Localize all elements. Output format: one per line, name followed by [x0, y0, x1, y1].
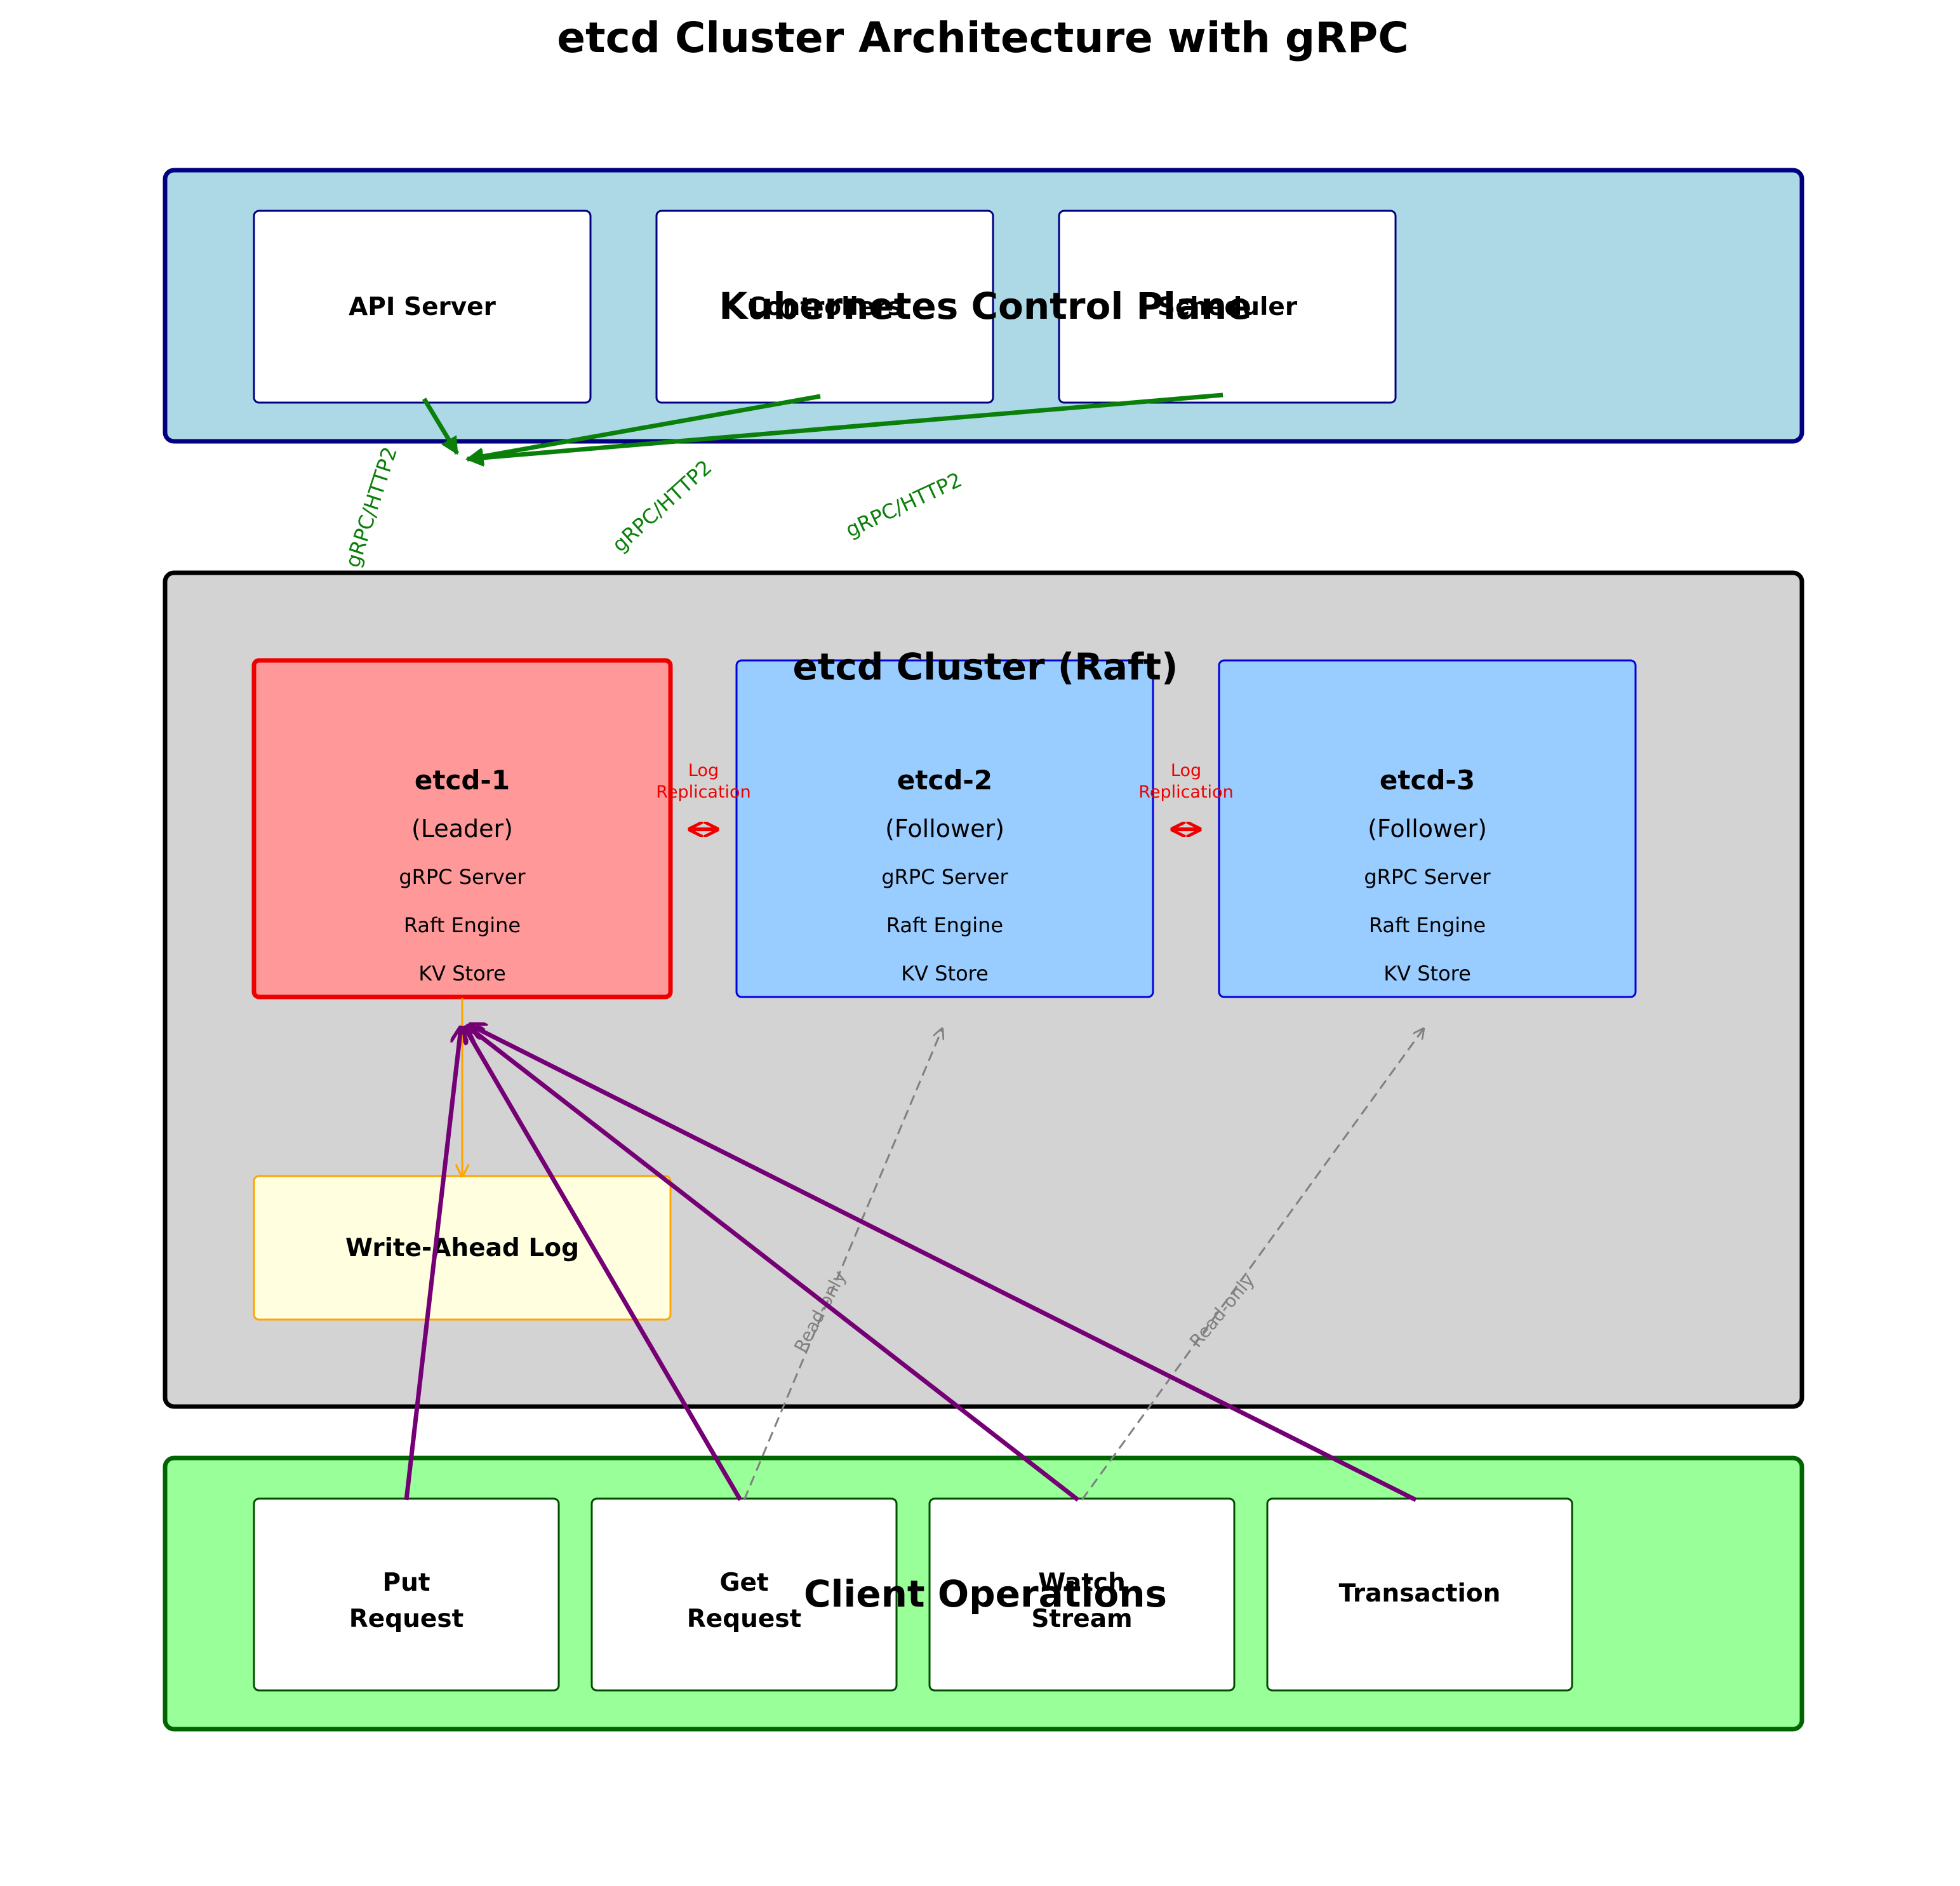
- etcd-node-2-kv-store: KV Store: [901, 961, 989, 986]
- put-request-label-line2: Request: [349, 1605, 463, 1633]
- transaction-label: Transaction: [1339, 1579, 1501, 1608]
- api-server-label: API Server: [349, 293, 497, 321]
- put-request-label: Put: [383, 1568, 430, 1597]
- read-only-arrow-etcd-2: [743, 1029, 942, 1501]
- etcd-node-1-box: [251, 658, 673, 1000]
- wal-label: Write-Ahead Log: [345, 1234, 579, 1262]
- api-server-box: [253, 210, 592, 404]
- etcd-node-1-grpc-server: gRPC Server: [399, 865, 526, 889]
- control-plane-group: API Server Controllers Scheduler Kuberne…: [163, 168, 1804, 444]
- log-replication-label-line2: Replication: [1138, 782, 1233, 802]
- etcd-node-2-role: (Follower): [885, 815, 1004, 843]
- etcd-node-2-raft-engine: Raft Engine: [886, 913, 1003, 937]
- client-arrow-transaction: [470, 1025, 1417, 1502]
- controllers-label: Controllers: [747, 293, 902, 321]
- client-arrow-put: [404, 1027, 461, 1501]
- etcd-node-3-kv-store: KV Store: [1383, 961, 1471, 986]
- log-replication-label-line2: Replication: [656, 782, 750, 802]
- etcd-node-3-raft-engine: Raft Engine: [1369, 913, 1486, 937]
- client-arrow-get: [465, 1027, 743, 1501]
- client-arrow-watch: [467, 1026, 1080, 1502]
- scheduler-label: Scheduler: [1157, 293, 1298, 321]
- etcd-cluster-group: etcd-1 (Leader) gRPC Server Raft Engine …: [163, 570, 1804, 1409]
- transaction-box: [1266, 1497, 1573, 1692]
- etcd-node-1-kv-store: KV Store: [418, 961, 506, 986]
- grpc-label-api-server: gRPC/HTTP2: [340, 444, 402, 570]
- etcd-node-2-box: [735, 659, 1154, 998]
- etcd-node-2: etcd-2 (Follower) gRPC Server Raft Engin…: [735, 659, 1154, 998]
- watch-stream-label-line2: Stream: [1031, 1605, 1132, 1633]
- etcd-node-3-grpc-server: gRPC Server: [1364, 865, 1491, 889]
- client-request-arrows: [404, 1025, 1417, 1502]
- etcd-node-3-role: (Follower): [1368, 815, 1487, 843]
- log-replication-label-line1: Log: [1171, 761, 1201, 780]
- client-operations-group: Put Request Get Request Watch Stream Tra…: [163, 1455, 1804, 1732]
- client-operations-title: Client Operations: [804, 1572, 1167, 1615]
- grpc-arrow-controllers: [465, 394, 821, 465]
- get-request-label-line2: Request: [687, 1605, 801, 1633]
- grpc-label-controllers: gRPC/HTTP2: [608, 455, 717, 557]
- watch-stream-label: Watch: [1038, 1568, 1125, 1597]
- log-replication-label-line1: Log: [688, 761, 719, 780]
- controllers-box: [655, 210, 994, 404]
- log-replication-1-2: Log Replication: [656, 761, 751, 829]
- read-only-arrow-etcd-3: [1081, 1029, 1423, 1501]
- etcd-node-3-name: etcd-3: [1380, 765, 1475, 796]
- etcd-node-2-grpc-server: gRPC Server: [881, 865, 1008, 889]
- grpc-label-scheduler: gRPC/HTTP2: [842, 467, 966, 542]
- etcd-node-3: etcd-3 (Follower) gRPC Server Raft Engin…: [1218, 659, 1637, 998]
- control-plane-title: Kubernetes Control Plane: [719, 284, 1251, 328]
- diagram-title: etcd Cluster Architecture with gRPC: [557, 13, 1408, 62]
- get-request-label: Get: [719, 1568, 768, 1597]
- etcd-node-3-box: [1218, 659, 1637, 998]
- scheduler-box: [1058, 210, 1397, 404]
- etcd-node-1: etcd-1 (Leader) gRPC Server Raft Engine …: [251, 658, 673, 1000]
- etcd-node-1-role: (Leader): [411, 815, 513, 843]
- grpc-arrow-scheduler: [465, 392, 1223, 467]
- log-replication-2-3: Log Replication: [1138, 761, 1234, 829]
- etcd-node-2-name: etcd-2: [897, 765, 992, 796]
- etcd-node-1-raft-engine: Raft Engine: [404, 913, 521, 937]
- etcd-node-1-name: etcd-1: [415, 765, 510, 796]
- grpc-arrow-api-server: [422, 398, 459, 455]
- etcd-cluster-title: etcd Cluster (Raft): [792, 645, 1178, 688]
